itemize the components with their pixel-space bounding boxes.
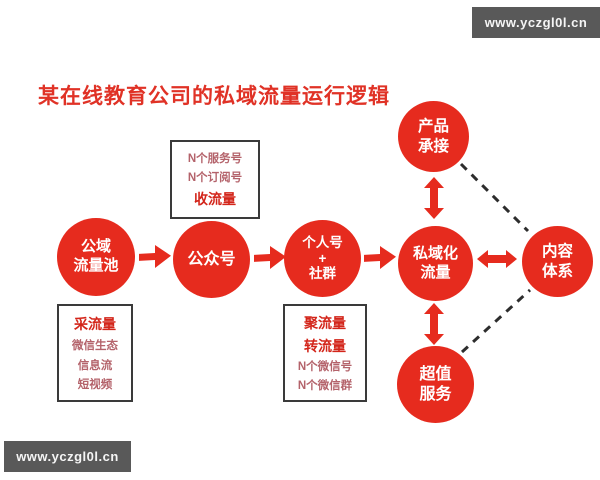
node-content-system: 内容 体系 (522, 226, 593, 297)
watermark-badge-bottom-left: www.yczgl0l.cn (4, 441, 131, 472)
node-label-line: 内容 (541, 243, 573, 261)
node-label-line: 私域化 (412, 244, 458, 262)
node-public-traffic-pool: 公域 流量池 (57, 218, 135, 296)
watermark-url: www.yczgl0l.cn (16, 449, 119, 464)
node-label-line: 体系 (541, 262, 573, 280)
node-label-line: 超值 (419, 365, 452, 383)
box-item: 收流量 (194, 191, 236, 208)
arrow-horizontal-double-icon (476, 247, 518, 271)
node-official-account: 公众号 (173, 221, 250, 298)
node-label-line: 服务 (419, 385, 452, 403)
node-label-line: 产品 (417, 118, 449, 136)
node-product-undertake: 产品 承接 (398, 101, 469, 172)
node-label-line: 公众号 (187, 250, 236, 268)
arrow-right-icon (252, 244, 288, 273)
node-label-line: 承接 (417, 137, 449, 155)
node-privatized-traffic: 私域化 流量 (398, 226, 473, 301)
box-item: 聚流量 (304, 315, 346, 332)
node-personal-community: 个人号 + 社群 (284, 220, 361, 297)
node-premium-service: 超值 服务 (397, 346, 474, 423)
box-item: 信息流 (77, 359, 113, 372)
box-collect-traffic: 采流量 微信生态 信息流 短视频 (57, 304, 133, 402)
box-item: N个微信号 (297, 361, 353, 374)
arrow-right-icon (137, 243, 173, 272)
watermark-url: www.yczgl0l.cn (484, 15, 588, 30)
dashed-line-product-to-content (459, 162, 530, 233)
arrow-vertical-double-icon (421, 302, 447, 346)
box-item: N个服务号 (187, 152, 243, 165)
box-item: N个微信群 (297, 379, 353, 392)
node-label-line: 公域 (80, 238, 111, 256)
box-gather-traffic: 聚流量 转流量 N个微信号 N个微信群 (283, 304, 367, 402)
box-item: 采流量 (74, 315, 116, 332)
watermark-badge-top-right: www.yczgl0l.cn (472, 7, 600, 38)
box-item: 短视频 (77, 379, 113, 392)
node-label-line: + (318, 250, 327, 266)
node-label-line: 流量 (420, 263, 451, 281)
box-receive-traffic: N个服务号 N个订阅号 收流量 (170, 140, 260, 219)
box-item: 转流量 (304, 337, 346, 354)
page-title: 某在线教育公司的私域流量运行逻辑 (38, 85, 390, 108)
node-label-line: 个人号 (302, 235, 343, 251)
box-item: 微信生态 (72, 340, 118, 353)
box-item: N个订阅号 (187, 172, 243, 185)
node-label-line: 流量池 (73, 257, 119, 274)
arrow-right-icon (362, 244, 398, 273)
node-label-line: 社群 (309, 266, 336, 282)
dashed-line-service-to-content (460, 288, 532, 354)
arrow-vertical-double-icon (421, 176, 447, 220)
